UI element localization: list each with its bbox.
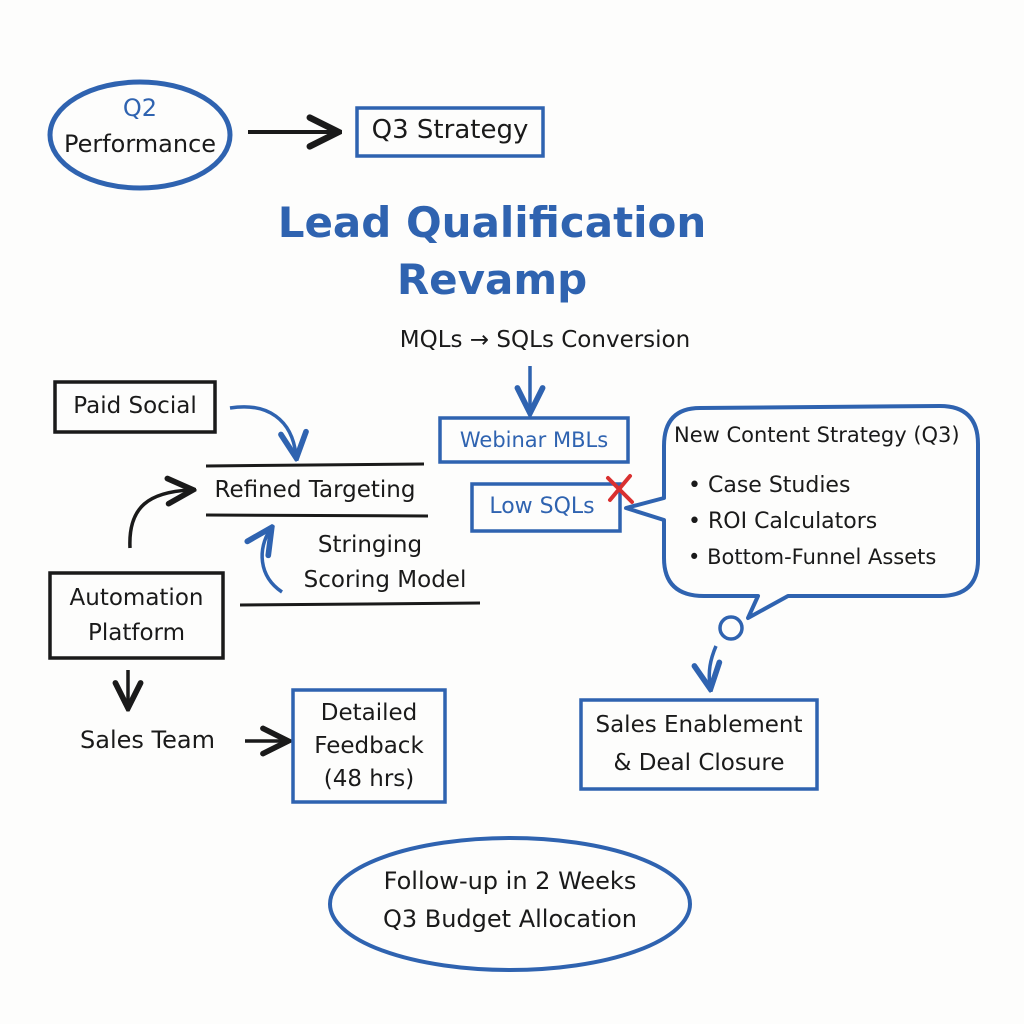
bubble-tail-circle bbox=[718, 615, 744, 641]
refined-bottom-line bbox=[205, 513, 429, 518]
automation-label-1: Automation bbox=[69, 585, 204, 611]
automation-platform-box bbox=[48, 571, 225, 660]
enablement-label-1: Sales Enablement bbox=[595, 712, 803, 738]
sales-team-label: Sales Team bbox=[80, 726, 215, 754]
bullet-icon: • bbox=[688, 545, 701, 569]
bubble-item-2: • ROI Calculators bbox=[688, 509, 877, 534]
followup-label-1: Follow-up in 2 Weeks bbox=[383, 867, 637, 895]
feedback-box bbox=[291, 688, 447, 804]
feedback-label-3: (48 hrs) bbox=[323, 766, 415, 792]
followup-label-2: Q3 Budget Allocation bbox=[382, 905, 638, 933]
conversion-label: MQLs → SQLs Conversion bbox=[399, 327, 691, 353]
q2-performance-label: Performance bbox=[63, 130, 217, 158]
arrow-automation-up bbox=[128, 490, 190, 549]
bubble-heading: New Content Strategy (Q3) bbox=[674, 423, 960, 447]
title-line-2: Revamp bbox=[396, 255, 588, 304]
bubble-item-label: Case Studies bbox=[707, 473, 851, 498]
automation-label-2: Platform bbox=[88, 620, 185, 646]
bubble-item-label: ROI Calculators bbox=[707, 509, 878, 534]
paid-social-box bbox=[53, 380, 217, 434]
bubble-item-3: • Bottom-Funnel Assets bbox=[688, 545, 936, 569]
arrow-scoring-up bbox=[262, 530, 284, 594]
webinar-box bbox=[438, 416, 630, 464]
low-sqls-box bbox=[470, 482, 622, 533]
scoring-line-1: Stringing bbox=[317, 532, 423, 558]
enablement-label-2: & Deal Closure bbox=[613, 750, 785, 776]
q3-strategy-box bbox=[355, 106, 545, 158]
q3-strategy-label: Q3 Strategy bbox=[371, 115, 529, 145]
title-line-1: Lead Qualification bbox=[277, 198, 707, 247]
bubble-item-1: • Case Studies bbox=[688, 473, 850, 498]
arrow-paid-social bbox=[229, 405, 296, 455]
scoring-underline bbox=[239, 601, 481, 607]
q2-performance-ellipse bbox=[47, 79, 233, 191]
feedback-label-2: Feedback bbox=[314, 733, 424, 759]
webinar-label: Webinar MBLs bbox=[459, 428, 609, 452]
arrow-to-enablement bbox=[709, 645, 716, 686]
bubble-item-label: Bottom-Funnel Assets bbox=[707, 545, 937, 569]
followup-ellipse bbox=[328, 836, 692, 972]
q2-label: Q2 bbox=[122, 94, 158, 122]
enablement-box bbox=[579, 698, 819, 791]
refined-top-line bbox=[205, 462, 425, 468]
paid-social-label: Paid Social bbox=[73, 393, 197, 419]
bullet-icon: • bbox=[688, 509, 701, 534]
scoring-line-2: Scoring Model bbox=[303, 567, 467, 593]
red-x-icon bbox=[606, 474, 634, 504]
refined-targeting-label: Refined Targeting bbox=[214, 477, 416, 503]
low-sqls-label: Low SQLs bbox=[489, 494, 595, 519]
feedback-label-1: Detailed bbox=[320, 700, 418, 726]
content-strategy-bubble bbox=[624, 404, 980, 620]
bullet-icon: • bbox=[688, 473, 701, 498]
